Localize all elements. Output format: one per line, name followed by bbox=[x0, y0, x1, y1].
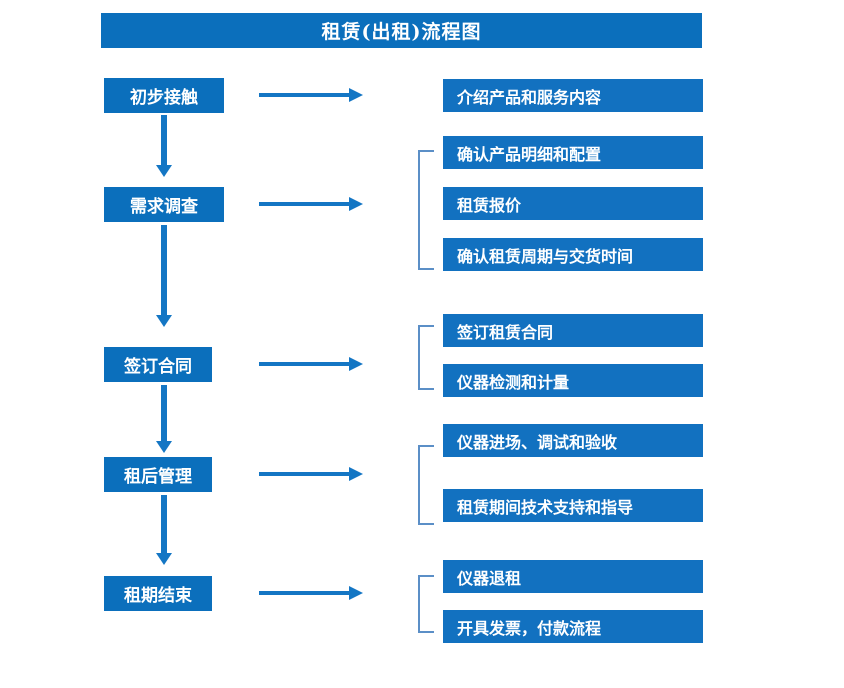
detail-box-2-1[interactable]: 确认产品明细和配置 bbox=[443, 136, 703, 169]
group-bracket-5 bbox=[418, 575, 434, 633]
detail-box-2-2[interactable]: 租赁报价 bbox=[443, 187, 703, 220]
arrow-down-4 bbox=[156, 495, 172, 567]
stage-box-1[interactable]: 初步接触 bbox=[104, 78, 224, 113]
diagram-title: 租赁(出租)流程图 bbox=[101, 13, 702, 48]
arrow-shaft bbox=[161, 115, 167, 165]
arrow-down-2 bbox=[156, 225, 172, 345]
detail-box-4-1[interactable]: 仪器进场、调试和验收 bbox=[443, 424, 703, 457]
arrow-right-3 bbox=[259, 357, 363, 371]
arrow-down-3 bbox=[156, 385, 172, 455]
arrow-head bbox=[349, 467, 363, 481]
arrow-shaft bbox=[259, 93, 351, 97]
detail-box-2-3[interactable]: 确认租赁周期与交货时间 bbox=[443, 238, 703, 271]
arrow-head bbox=[349, 357, 363, 371]
arrow-head bbox=[349, 197, 363, 211]
stage-box-5[interactable]: 租期结束 bbox=[104, 576, 212, 611]
arrow-shaft bbox=[259, 591, 351, 595]
detail-box-5-2[interactable]: 开具发票，付款流程 bbox=[443, 610, 703, 643]
arrow-right-5 bbox=[259, 586, 363, 600]
arrow-head bbox=[156, 553, 172, 565]
group-bracket-4 bbox=[418, 445, 434, 525]
arrow-right-2 bbox=[259, 197, 363, 211]
detail-box-3-2[interactable]: 仪器检测和计量 bbox=[443, 364, 703, 397]
arrow-head bbox=[349, 586, 363, 600]
stage-box-3[interactable]: 签订合同 bbox=[104, 347, 212, 382]
detail-box-4-2[interactable]: 租赁期间技术支持和指导 bbox=[443, 489, 703, 522]
detail-box-1-1[interactable]: 介绍产品和服务内容 bbox=[443, 79, 703, 112]
arrow-right-1 bbox=[259, 88, 363, 102]
arrow-head bbox=[349, 88, 363, 102]
arrow-shaft bbox=[161, 495, 167, 553]
arrow-head bbox=[156, 315, 172, 327]
arrow-head bbox=[156, 165, 172, 177]
detail-box-3-1[interactable]: 签订租赁合同 bbox=[443, 314, 703, 347]
detail-box-5-1[interactable]: 仪器退租 bbox=[443, 560, 703, 593]
arrow-head bbox=[156, 441, 172, 453]
stage-box-2[interactable]: 需求调查 bbox=[104, 187, 224, 222]
arrow-shaft bbox=[259, 472, 351, 476]
arrow-shaft bbox=[259, 202, 351, 206]
arrow-right-4 bbox=[259, 467, 363, 481]
group-bracket-3 bbox=[418, 325, 434, 390]
arrow-shaft bbox=[161, 385, 167, 441]
stage-box-4[interactable]: 租后管理 bbox=[104, 457, 212, 492]
group-bracket-2 bbox=[418, 150, 434, 270]
arrow-shaft bbox=[161, 225, 167, 315]
arrow-shaft bbox=[259, 362, 351, 366]
arrow-down-1 bbox=[156, 115, 172, 177]
